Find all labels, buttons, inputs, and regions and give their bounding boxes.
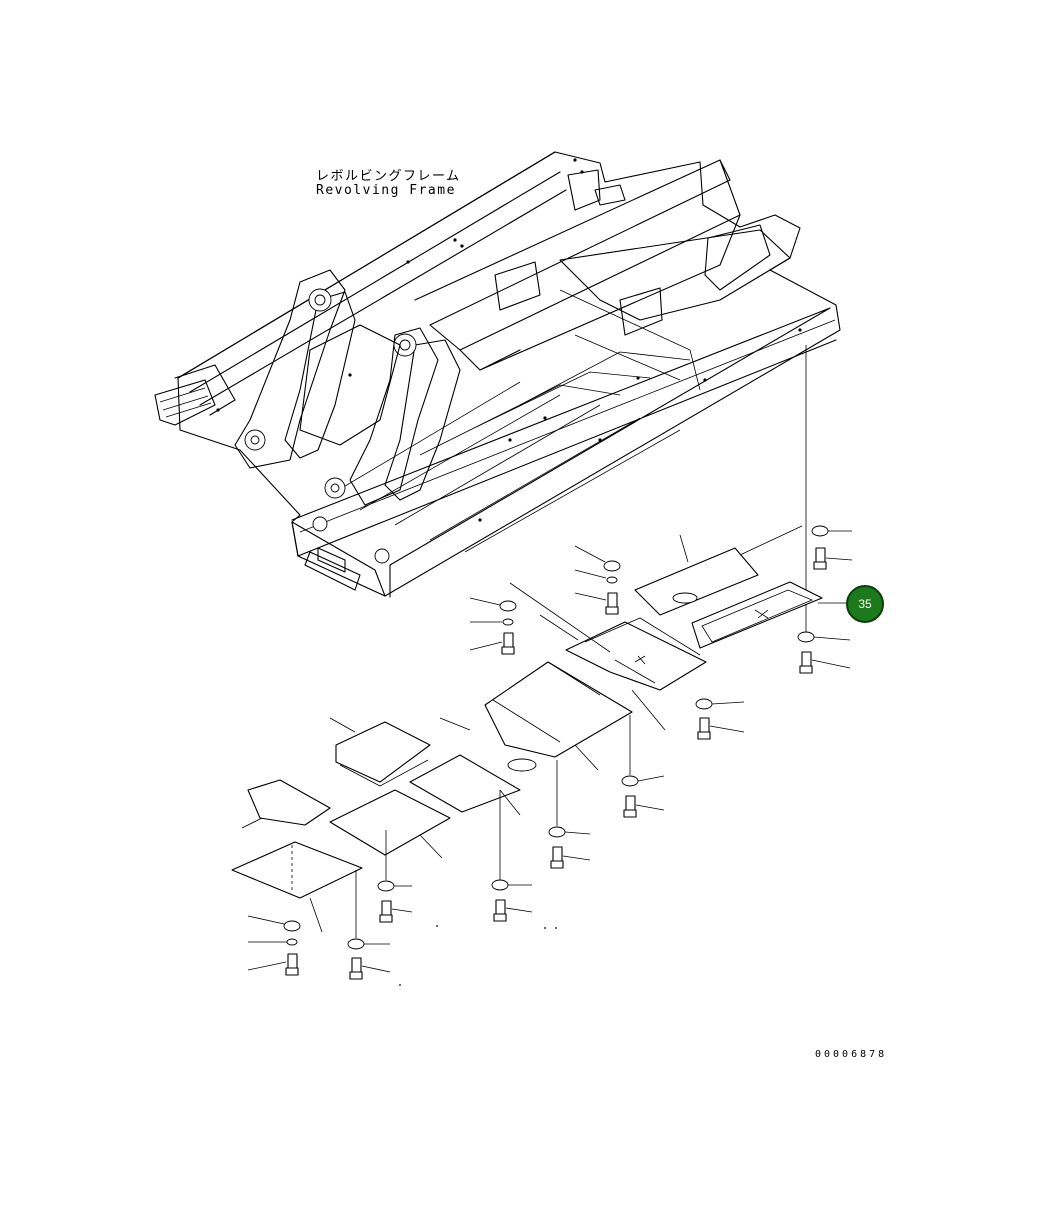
fastener-stack-2	[797, 631, 851, 674]
fastener-stack-1	[811, 525, 853, 570]
fastener-stack-3	[574, 545, 621, 615]
fastener-stack-7	[548, 760, 591, 869]
callout-35-button[interactable]: 35	[846, 585, 884, 623]
fastener-stack-9	[377, 830, 413, 923]
fastener-stack-11	[247, 915, 301, 976]
under-cover-plates	[231, 525, 846, 933]
fastener-stack-4	[469, 597, 517, 655]
frame-title-japanese: レボルビングフレーム	[316, 169, 461, 184]
fastener-stack-10	[347, 870, 391, 980]
revolving-frame	[154, 151, 841, 598]
fastener-stack-6	[621, 715, 665, 818]
fastener-stack-5	[695, 698, 745, 740]
bolts-and-washers	[247, 525, 853, 986]
fastener-stack-8	[491, 790, 533, 922]
frame-title-english: Revolving Frame	[316, 183, 456, 198]
reference-number: 00006878	[815, 1049, 888, 1060]
